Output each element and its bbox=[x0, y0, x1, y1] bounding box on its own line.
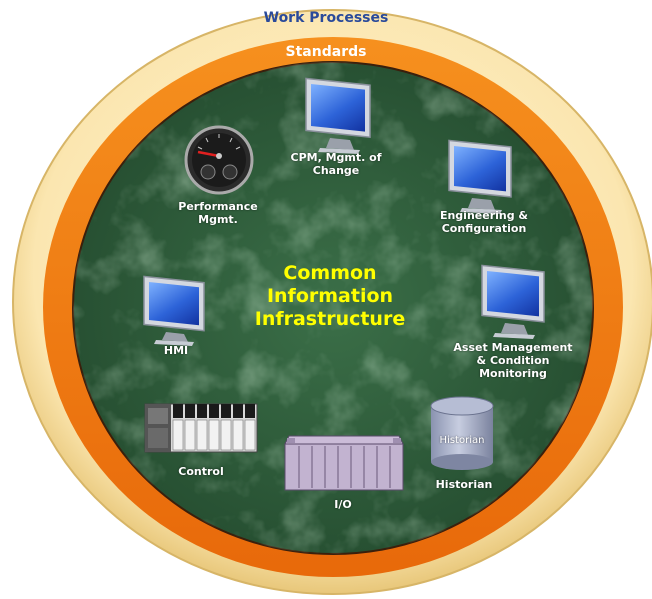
cpm-monitor-icon bbox=[305, 77, 371, 154]
historian-database-icon bbox=[430, 396, 494, 470]
control-rack-icon bbox=[144, 403, 258, 453]
io-rack-icon bbox=[284, 435, 404, 491]
engineering-label: Engineering & Configuration bbox=[439, 209, 529, 235]
standards-label: Standards bbox=[285, 44, 367, 60]
performance-label: Performance Mgmt. bbox=[178, 200, 258, 226]
center-title: Common Information Infrastructure bbox=[254, 262, 406, 330]
asset-monitor-icon bbox=[481, 264, 545, 339]
work-processes-label: Work Processes bbox=[263, 10, 389, 26]
engineering-monitor-icon bbox=[448, 139, 512, 214]
historian-cylinder-label: Historian bbox=[439, 435, 485, 446]
hmi-label: HMI bbox=[163, 344, 189, 357]
asset-label: Asset Management & Condition Monitoring bbox=[453, 341, 573, 380]
hmi-monitor-icon bbox=[143, 275, 205, 346]
cpm-label: CPM, Mgmt. of Change bbox=[290, 151, 382, 177]
historian-label: Historian bbox=[435, 478, 493, 491]
io-label: I/O bbox=[334, 498, 352, 511]
gauge-icon bbox=[184, 125, 254, 195]
control-label: Control bbox=[178, 465, 224, 478]
